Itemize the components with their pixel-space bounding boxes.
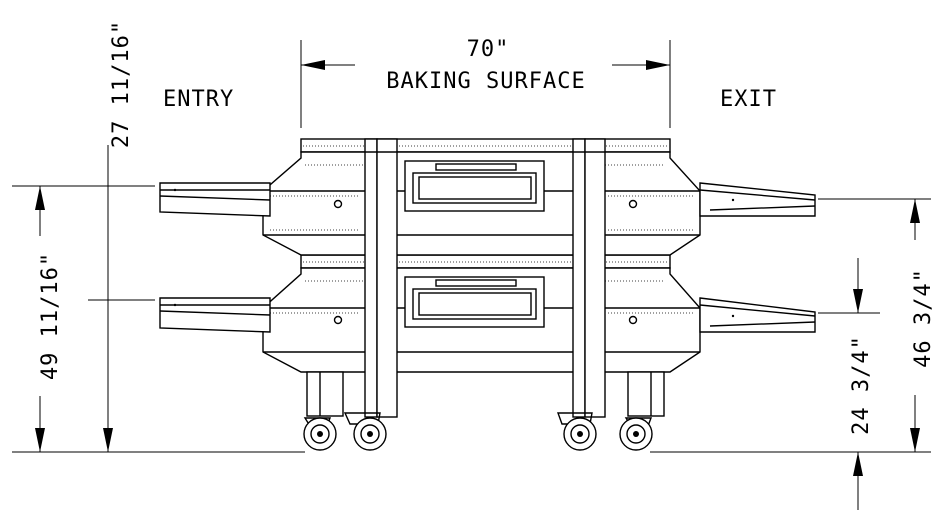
stand-legs (306, 371, 665, 417)
upper-oven-deck (262, 151, 701, 256)
caster-right-inner (557, 412, 597, 451)
exit-conveyor-lower (699, 297, 816, 333)
lower-oven-deck (262, 267, 701, 373)
exit-label: EXIT (720, 87, 777, 112)
right-lower-dimension: 24 3/4" (849, 335, 874, 435)
baking-surface-dimension: 70" BAKING SURFACE (300, 37, 671, 128)
caster-left-outer (303, 417, 337, 451)
entry-conveyor-upper (159, 182, 271, 217)
support-columns (364, 138, 606, 418)
right-dimensions: 46 3/4" 24 3/4" (650, 198, 936, 510)
baking-surface-value: 70" (467, 37, 510, 62)
exit-conveyor-upper (699, 182, 816, 217)
caster-left-inner (343, 412, 387, 451)
caster-wheels (303, 412, 653, 451)
right-upper-dimension: 46 3/4" (911, 268, 936, 368)
entry-label: ENTRY (163, 87, 234, 112)
baking-surface-label: BAKING SURFACE (386, 69, 585, 94)
overall-top-dimension: 27 11/16" (109, 20, 134, 148)
oven-stack (159, 138, 816, 418)
left-height-dimension: 49 11/16" (38, 252, 63, 380)
left-dimensions: 27 11/16" 49 11/16" (12, 20, 305, 453)
caster-right-outer (619, 417, 653, 451)
entry-conveyor-lower (159, 297, 271, 333)
